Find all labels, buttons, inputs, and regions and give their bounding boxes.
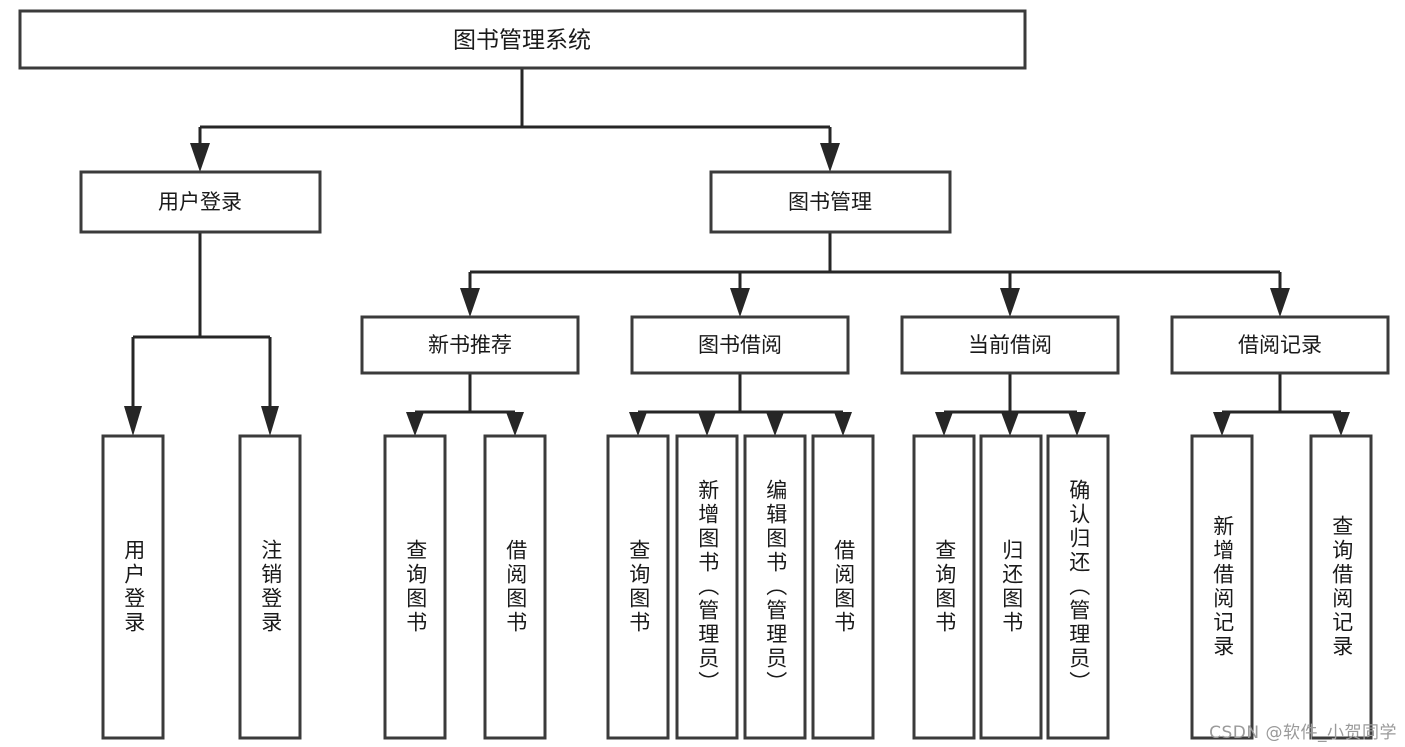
node-borrow-record-label: 借阅记录 bbox=[1238, 333, 1322, 357]
arrow-head-leaf-currentborrow-3 bbox=[1068, 412, 1086, 436]
leaf-box-borrowrecord-2[interactable] bbox=[1309, 434, 1373, 740]
node-new-book-recommend-label: 新书推荐 bbox=[428, 333, 512, 357]
leaf-box-bookborrow-4[interactable] bbox=[811, 434, 875, 740]
node-root-label: 图书管理系统 bbox=[453, 28, 591, 54]
arrow-head-borrowrecord bbox=[1270, 288, 1290, 317]
leaf-box-newbook-2[interactable] bbox=[483, 434, 547, 740]
connector-group-borrow-record bbox=[1213, 373, 1350, 436]
node-new-book-recommend[interactable]: 新书推荐 bbox=[360, 315, 580, 375]
leaf-box-bookborrow-3[interactable] bbox=[743, 434, 807, 740]
arrow-head-book-manage bbox=[820, 143, 840, 172]
node-user-login[interactable]: 用户登录 bbox=[79, 170, 322, 234]
node-current-borrow-label: 当前借阅 bbox=[968, 333, 1052, 357]
node-user-login-box[interactable] bbox=[79, 170, 322, 234]
arrow-head-leaf-bookborrow-3 bbox=[766, 412, 784, 436]
node-root[interactable]: 图书管理系统 bbox=[18, 9, 1027, 70]
leaf-box-bookborrow-1[interactable] bbox=[606, 434, 670, 740]
connector-group-book-borrow bbox=[629, 373, 852, 436]
arrow-head-user-login bbox=[190, 143, 210, 172]
leaf-box-currentborrow-3[interactable] bbox=[1046, 434, 1110, 740]
connector-group-user-login bbox=[124, 232, 279, 436]
arrow-head-leaf-bookborrow-1 bbox=[629, 412, 647, 436]
arrow-head-leaf-bookborrow-4 bbox=[834, 412, 852, 436]
node-book-manage[interactable]: 图书管理 bbox=[709, 170, 952, 234]
arrow-head-bookborrow bbox=[730, 288, 750, 317]
arrow-head-leaf-user-login-2 bbox=[261, 406, 279, 436]
leaf-box-currentborrow-1[interactable] bbox=[912, 434, 976, 740]
arrow-head-leaf-user-login-1 bbox=[124, 406, 142, 436]
leaf-box-currentborrow-2[interactable] bbox=[979, 434, 1043, 740]
arrow-head-leaf-borrowrecord-1 bbox=[1213, 412, 1231, 436]
node-new-book-recommend-box[interactable] bbox=[360, 315, 580, 375]
node-book-borrow-label: 图书借阅 bbox=[698, 333, 782, 357]
node-current-borrow-box[interactable] bbox=[900, 315, 1120, 375]
node-root-box[interactable] bbox=[18, 9, 1027, 70]
arrow-head-leaf-newbook-1 bbox=[406, 412, 424, 436]
arrow-head-currentborrow bbox=[1000, 288, 1020, 317]
connector-group-book-manage bbox=[460, 232, 1290, 317]
connector-group-current-borrow bbox=[935, 373, 1086, 436]
leaf-box-borrowrecord-1[interactable] bbox=[1190, 434, 1254, 740]
node-book-manage-box[interactable] bbox=[709, 170, 952, 234]
arrow-head-leaf-currentborrow-1 bbox=[935, 412, 953, 436]
node-borrow-record[interactable]: 借阅记录 bbox=[1170, 315, 1390, 375]
arrow-head-newbook bbox=[460, 288, 480, 317]
arrow-head-leaf-currentborrow-2 bbox=[1001, 412, 1019, 436]
csdn-watermark: CSDN @软件_小贺同学 bbox=[1209, 723, 1397, 743]
leaf-box-user-login-2[interactable] bbox=[238, 434, 302, 740]
node-user-login-label: 用户登录 bbox=[158, 190, 242, 214]
node-current-borrow[interactable]: 当前借阅 bbox=[900, 315, 1120, 375]
arrow-head-leaf-borrowrecord-2 bbox=[1332, 412, 1350, 436]
connector-group-new-book bbox=[406, 373, 524, 436]
arrow-head-leaf-newbook-2 bbox=[506, 412, 524, 436]
leaf-box-user-login-1[interactable] bbox=[101, 434, 165, 740]
node-book-borrow[interactable]: 图书借阅 bbox=[630, 315, 850, 375]
node-book-borrow-box[interactable] bbox=[630, 315, 850, 375]
node-book-manage-label: 图书管理 bbox=[788, 190, 872, 214]
connector-group-root bbox=[190, 68, 840, 172]
node-borrow-record-box[interactable] bbox=[1170, 315, 1390, 375]
arrow-head-leaf-bookborrow-2 bbox=[698, 412, 716, 436]
leaf-box-bookborrow-2[interactable] bbox=[675, 434, 739, 740]
leaf-box-newbook-1[interactable] bbox=[383, 434, 447, 740]
